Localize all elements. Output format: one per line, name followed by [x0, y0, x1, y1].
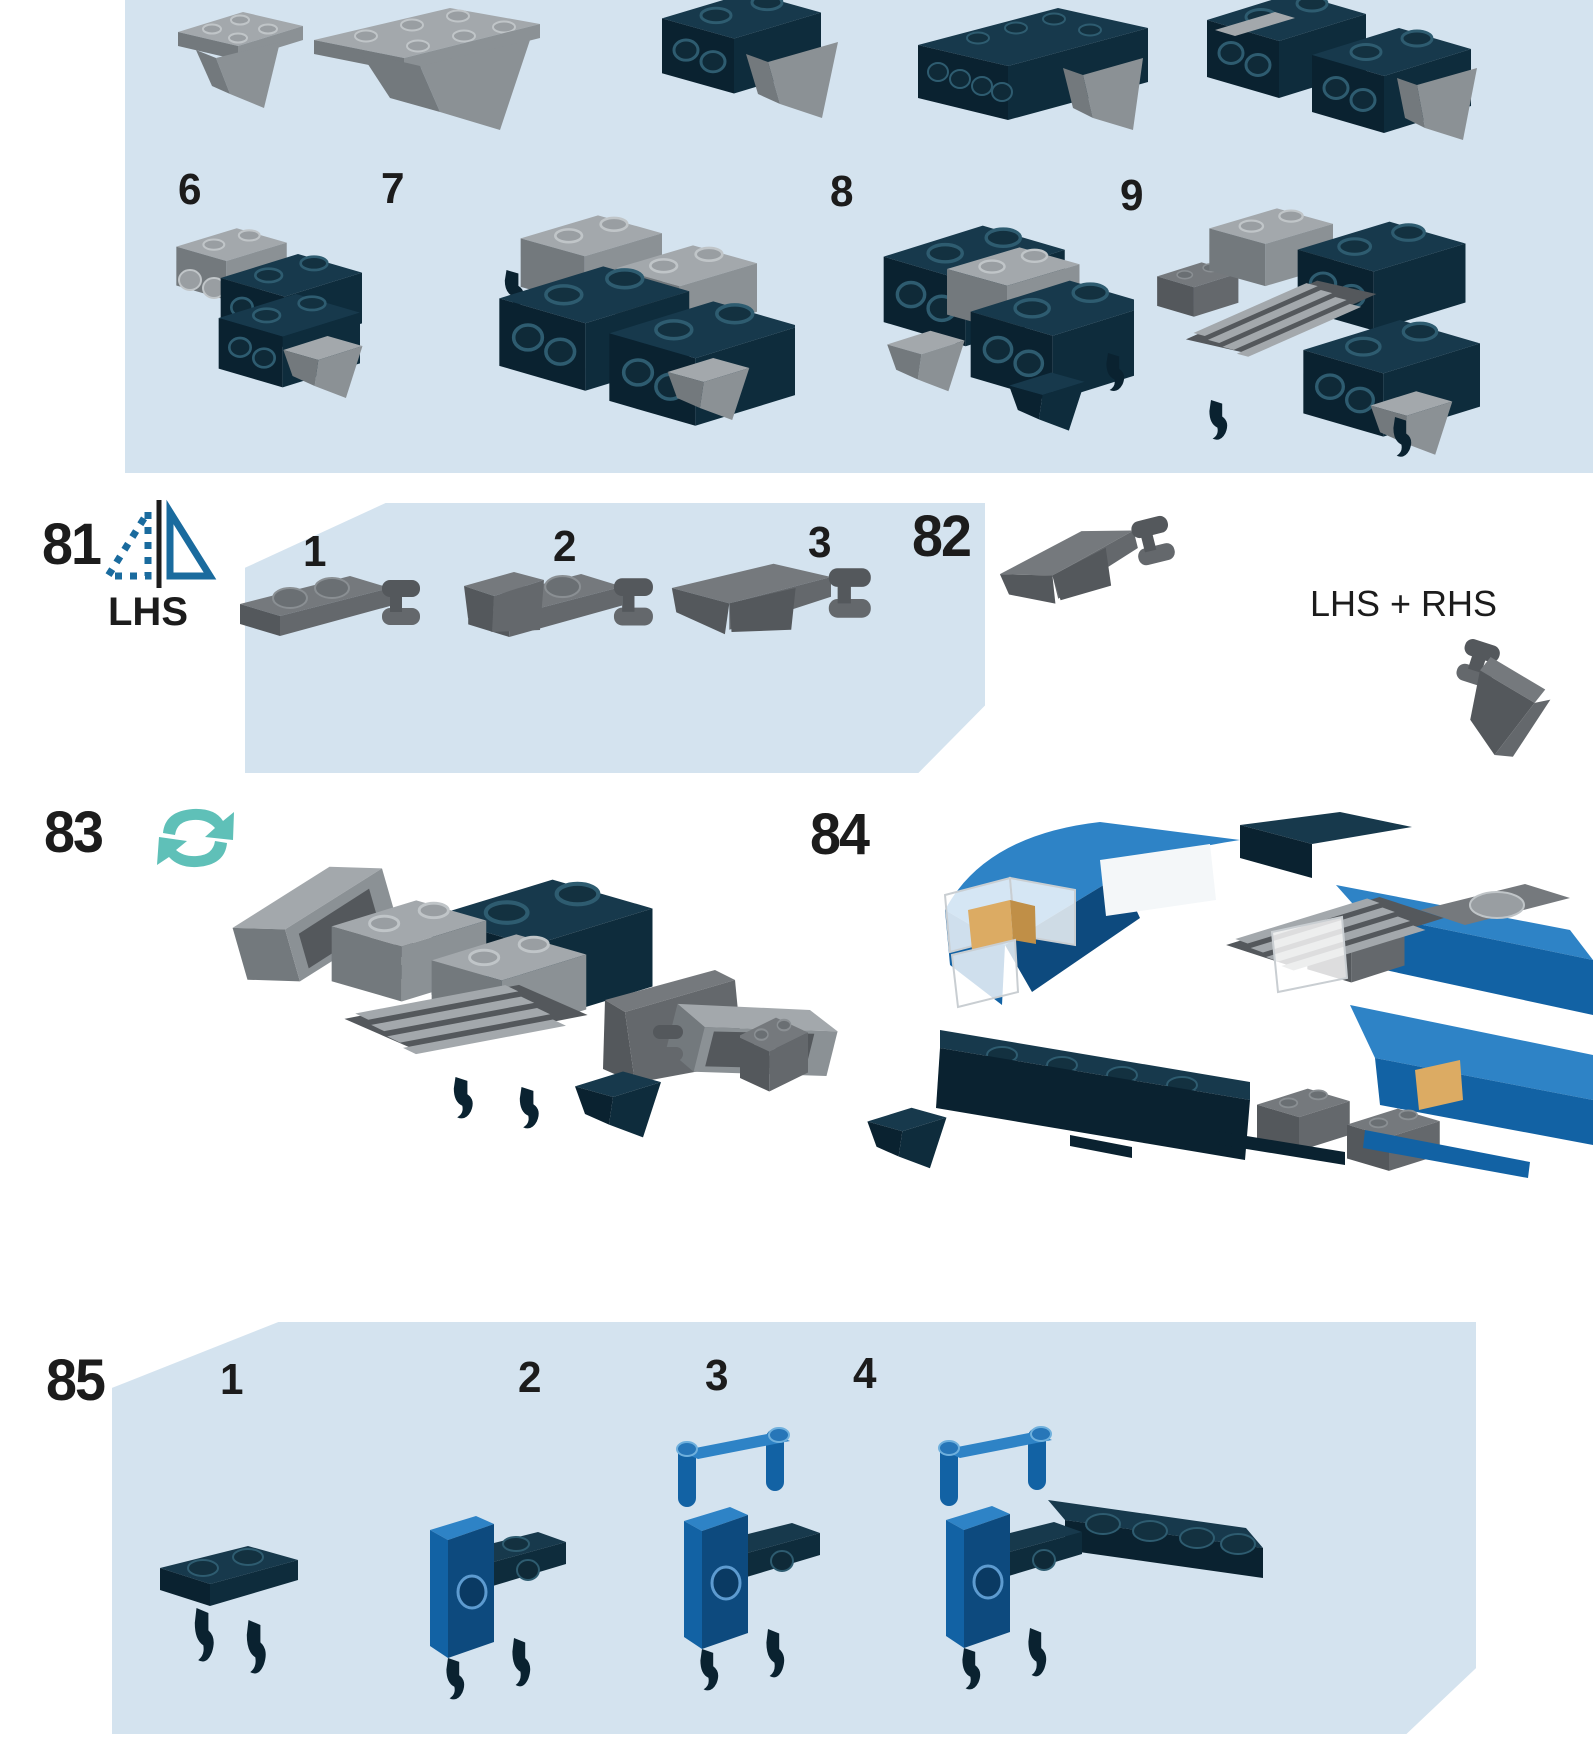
step-82-piece [995, 510, 1175, 615]
step-number-83: 83 [44, 800, 104, 865]
substep-label-6: 6 [178, 165, 202, 214]
step-81-substep-2: 2 [553, 522, 577, 571]
step-85-substep-3: 3 [705, 1351, 729, 1400]
step-85-piece-3 [676, 1427, 820, 1691]
assembly-8 [881, 223, 1134, 431]
step-85-piece-2 [430, 1516, 566, 1700]
step-81-substep-1: 1 [303, 527, 327, 576]
step-81-piece-3 [671, 563, 871, 635]
assembly-9 [1156, 207, 1482, 457]
part-gray-inverted-slope-small [178, 12, 303, 108]
step-81-substep-3: 3 [808, 518, 832, 567]
step-number-84: 84 [810, 802, 870, 867]
part-navy-assembly [1205, 0, 1477, 140]
part-gray-inverted-slope-long [314, 8, 540, 130]
mirror-symmetry-icon [101, 499, 217, 588]
step-81-piece-2 [464, 572, 654, 639]
step-number-82: 82 [912, 504, 972, 569]
step-85-substep-1: 1 [220, 1355, 244, 1404]
step-85-piece-1 [160, 1546, 298, 1674]
step-85-substep-2: 2 [518, 1353, 542, 1402]
substep-label-9: 9 [1120, 171, 1144, 220]
step-81-piece-1 [239, 575, 421, 637]
substep-label-8: 8 [830, 167, 854, 216]
step-number-85: 85 [46, 1348, 106, 1413]
rotate-icon [157, 808, 234, 868]
substep-label-7: 7 [381, 164, 405, 213]
step-number-81: 81 [42, 512, 102, 577]
step-84-model [740, 812, 1593, 1178]
step-85-substep-4: 4 [853, 1349, 877, 1398]
assembly-7 [497, 213, 795, 428]
step-82-piece-mirrored [1456, 639, 1551, 757]
lhs-rhs-note: LHS + RHS [1310, 583, 1498, 624]
lhs-label: LHS [108, 590, 188, 634]
step-85-piece-4 [938, 1426, 1263, 1690]
part-navy-brick-with-gray-slope [660, 0, 838, 118]
assembly-6 [175, 227, 364, 398]
part-navy-brick-2x4-side-studs [918, 8, 1148, 130]
step-81-panel [245, 503, 985, 773]
